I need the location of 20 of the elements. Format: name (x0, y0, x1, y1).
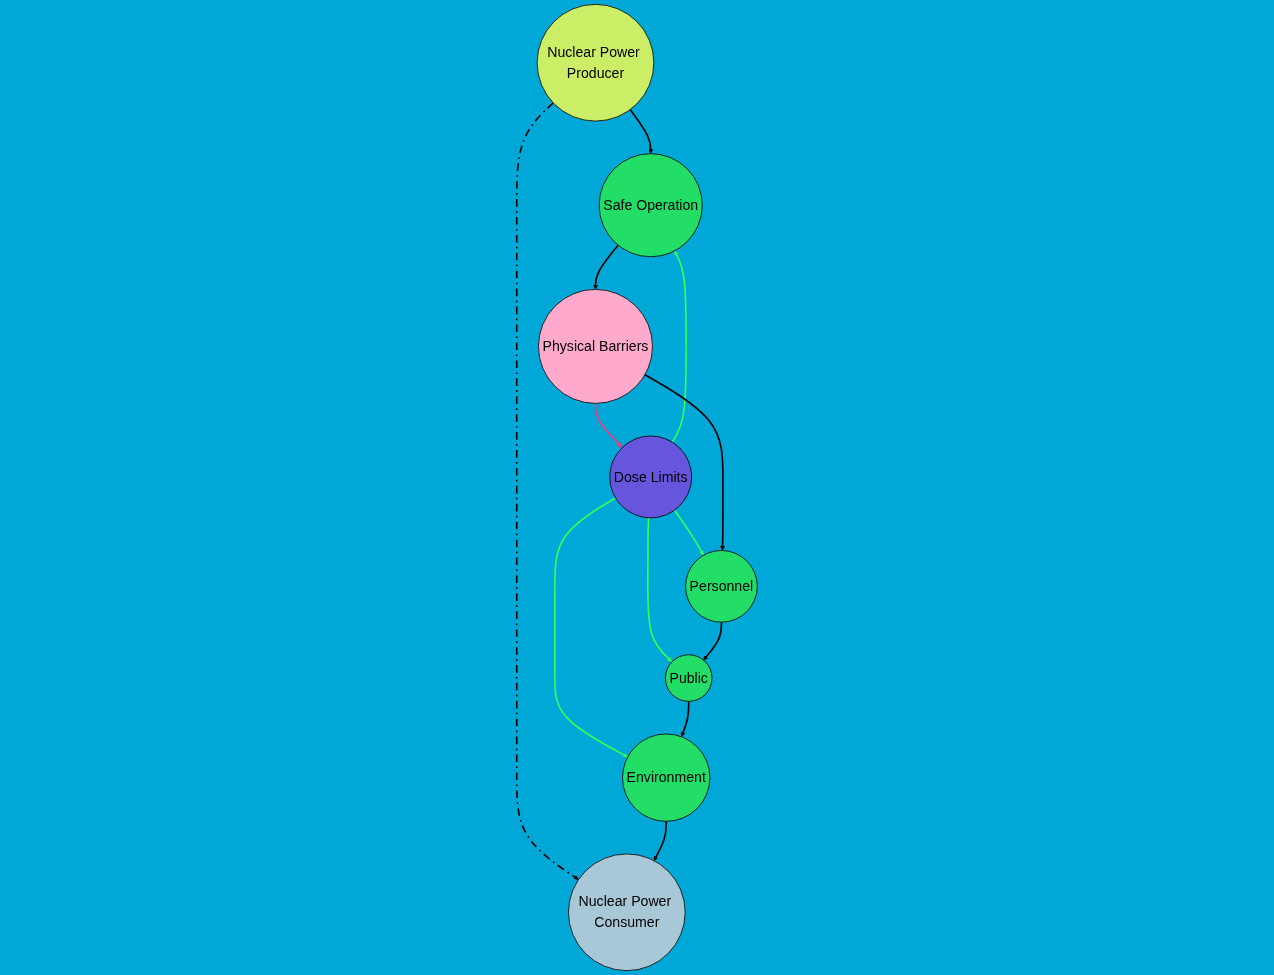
arrow (653, 820, 667, 861)
node-circle: Public (665, 654, 713, 702)
arrow (515, 102, 579, 880)
arrow (594, 402, 623, 448)
arrow (703, 621, 723, 661)
node-circle: Personnel (685, 550, 758, 623)
node-circle: Nuclear Power Producer (536, 3, 655, 122)
arrow (644, 374, 725, 551)
arrow (671, 250, 687, 443)
arrow (593, 244, 619, 290)
node-circle: Dose Limits (609, 435, 693, 519)
arrow (554, 497, 628, 758)
node-circle: Environment (622, 733, 711, 822)
arrow (647, 517, 673, 663)
node-circle: Nuclear Power Consumer (568, 853, 686, 972)
arrow (629, 108, 654, 154)
arrow (680, 700, 690, 737)
node-circle: Safe Operation (598, 153, 703, 258)
node-circle: Physical Barriers (538, 288, 653, 404)
arrow (673, 509, 704, 556)
